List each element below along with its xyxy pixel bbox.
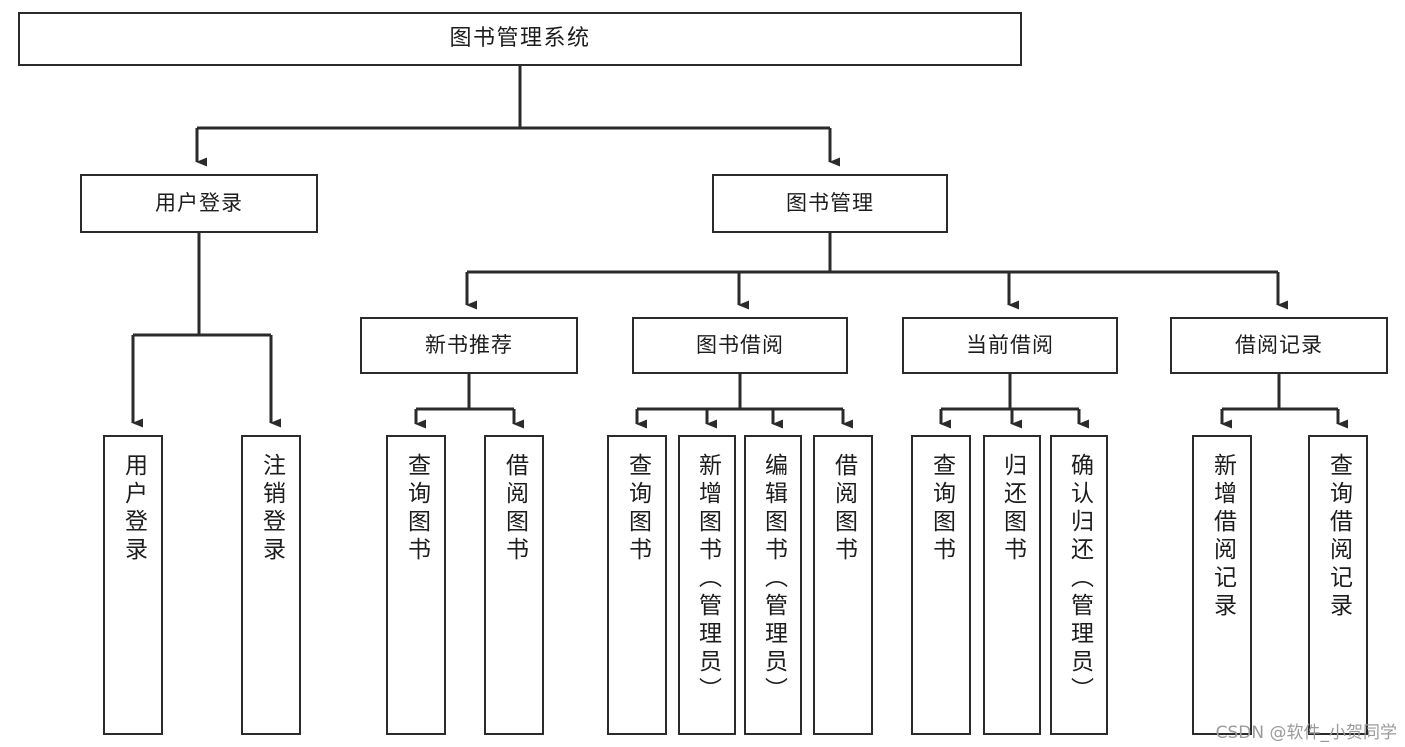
node-leaf-edit-book[interactable]: 编辑图书（管理员） <box>744 435 802 735</box>
node-leaf-add-book-label: 新增图书（管理员） <box>694 453 721 705</box>
node-borrow-record-label: 借阅记录 <box>1235 333 1323 358</box>
node-leaf-return-book[interactable]: 归还图书 <box>983 435 1041 735</box>
node-leaf-user-login[interactable]: 用户登录 <box>103 435 163 735</box>
node-root-label: 图书管理系统 <box>449 26 591 52</box>
node-leaf-query-record-label: 查询借阅记录 <box>1325 453 1352 621</box>
node-user-login-label: 用户登录 <box>155 191 243 216</box>
node-book-borrow-label: 图书借阅 <box>696 333 784 358</box>
node-new-book-recommend-label: 新书推荐 <box>425 333 513 358</box>
node-leaf-borrow-book-2[interactable]: 借阅图书 <box>813 435 873 735</box>
node-leaf-edit-book-label: 编辑图书（管理员） <box>760 453 787 705</box>
node-leaf-borrow-book-1[interactable]: 借阅图书 <box>484 435 544 735</box>
node-leaf-add-record[interactable]: 新增借阅记录 <box>1192 435 1252 735</box>
node-leaf-query-book-1[interactable]: 查询图书 <box>386 435 446 735</box>
node-leaf-user-logout-label: 注销登录 <box>258 453 285 565</box>
node-leaf-query-book-2-label: 查询图书 <box>624 453 651 565</box>
node-leaf-query-book-3[interactable]: 查询图书 <box>911 435 971 735</box>
node-borrow-record[interactable]: 借阅记录 <box>1170 317 1388 374</box>
node-leaf-confirm-return-label: 确认归还（管理员） <box>1066 453 1093 705</box>
node-user-login[interactable]: 用户登录 <box>80 174 318 233</box>
node-root[interactable]: 图书管理系统 <box>18 12 1022 66</box>
node-current-borrow[interactable]: 当前借阅 <box>902 317 1118 374</box>
node-leaf-add-book[interactable]: 新增图书（管理员） <box>678 435 736 735</box>
node-leaf-query-book-3-label: 查询图书 <box>928 453 955 565</box>
node-leaf-borrow-book-1-label: 借阅图书 <box>501 453 528 565</box>
node-leaf-user-logout[interactable]: 注销登录 <box>241 435 301 735</box>
watermark-text: CSDN @软件_小贺同学 <box>1215 723 1397 743</box>
node-leaf-query-record[interactable]: 查询借阅记录 <box>1308 435 1368 735</box>
node-new-book-recommend[interactable]: 新书推荐 <box>360 317 578 374</box>
node-book-borrow[interactable]: 图书借阅 <box>632 317 848 374</box>
node-leaf-confirm-return[interactable]: 确认归还（管理员） <box>1050 435 1108 735</box>
node-leaf-query-book-2[interactable]: 查询图书 <box>607 435 667 735</box>
node-leaf-return-book-label: 归还图书 <box>999 453 1026 565</box>
node-leaf-borrow-book-2-label: 借阅图书 <box>830 453 857 565</box>
node-book-manage-label: 图书管理 <box>786 191 874 216</box>
node-leaf-query-book-1-label: 查询图书 <box>403 453 430 565</box>
node-book-manage[interactable]: 图书管理 <box>712 174 948 233</box>
node-current-borrow-label: 当前借阅 <box>966 333 1054 358</box>
node-leaf-add-record-label: 新增借阅记录 <box>1209 453 1236 621</box>
node-leaf-user-login-label: 用户登录 <box>120 453 147 565</box>
